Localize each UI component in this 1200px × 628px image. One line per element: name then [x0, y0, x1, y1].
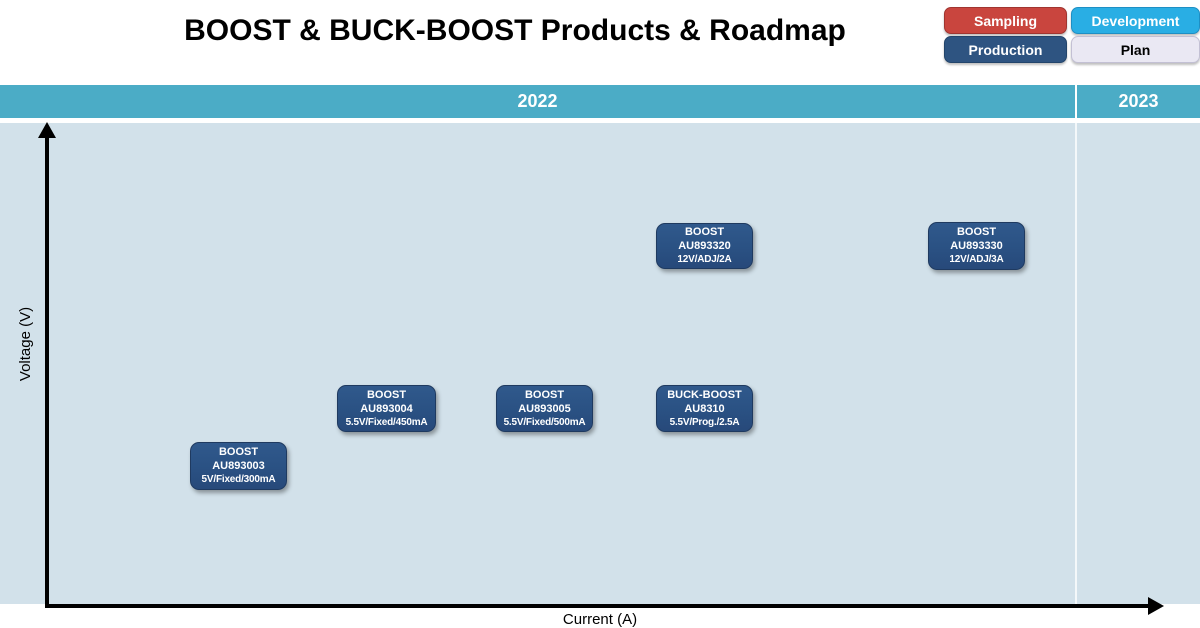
timeline-year-2022: 2022 [517, 91, 558, 111]
product-family: BOOST [366, 388, 407, 401]
product-box-au893330: BOOST AU893330 12V/ADJ/3A [928, 222, 1025, 270]
product-spec: 12V/ADJ/2A [677, 254, 732, 265]
product-spec: 5.5V/Fixed/500mA [503, 416, 586, 428]
legend-item-development: Development [1071, 7, 1200, 34]
product-family: BUCK-BOOST [667, 388, 742, 401]
x-axis-label: Current (A) [562, 611, 638, 628]
product-spec: 5.5V/Fixed/450mA [345, 416, 428, 428]
product-spec: 12V/ADJ/3A [949, 254, 1004, 265]
chart-area [0, 123, 1200, 604]
x-axis-arrow-icon [1148, 597, 1164, 615]
timeline-year-2023: 2023 [1118, 91, 1159, 111]
legend-item-sampling: Sampling [944, 7, 1067, 34]
y-axis-arrow-icon [38, 122, 56, 138]
page-title: BOOST & BUCK-BOOST Products & Roadmap [184, 14, 846, 47]
product-part: AU893320 [678, 240, 731, 252]
product-part: AU893004 [360, 402, 413, 415]
year-divider-bar [1075, 85, 1077, 118]
product-box-au893320: BOOST AU893320 12V/ADJ/2A [656, 223, 753, 269]
product-box-au893003: BOOST AU893003 5V/Fixed/300mA [190, 442, 287, 490]
product-family: BOOST [956, 226, 997, 238]
year-divider-line [1075, 123, 1077, 604]
product-family: BOOST [524, 388, 565, 401]
product-part: AU8310 [684, 402, 725, 415]
y-axis [45, 136, 49, 608]
product-family: BOOST [684, 226, 725, 238]
product-part: AU893005 [518, 402, 571, 415]
product-spec: 5V/Fixed/300mA [201, 474, 276, 485]
product-part: AU893330 [950, 240, 1003, 252]
legend-item-production: Production [944, 36, 1067, 63]
legend-item-plan: Plan [1071, 36, 1200, 63]
product-family: BOOST [218, 446, 259, 458]
product-part: AU893003 [212, 460, 265, 472]
y-axis-label: Voltage (V) [17, 306, 34, 382]
timeline-bar: 2022 2023 [0, 85, 1200, 118]
product-spec: 5.5V/Prog./2.5A [669, 416, 740, 428]
x-axis [45, 604, 1150, 608]
